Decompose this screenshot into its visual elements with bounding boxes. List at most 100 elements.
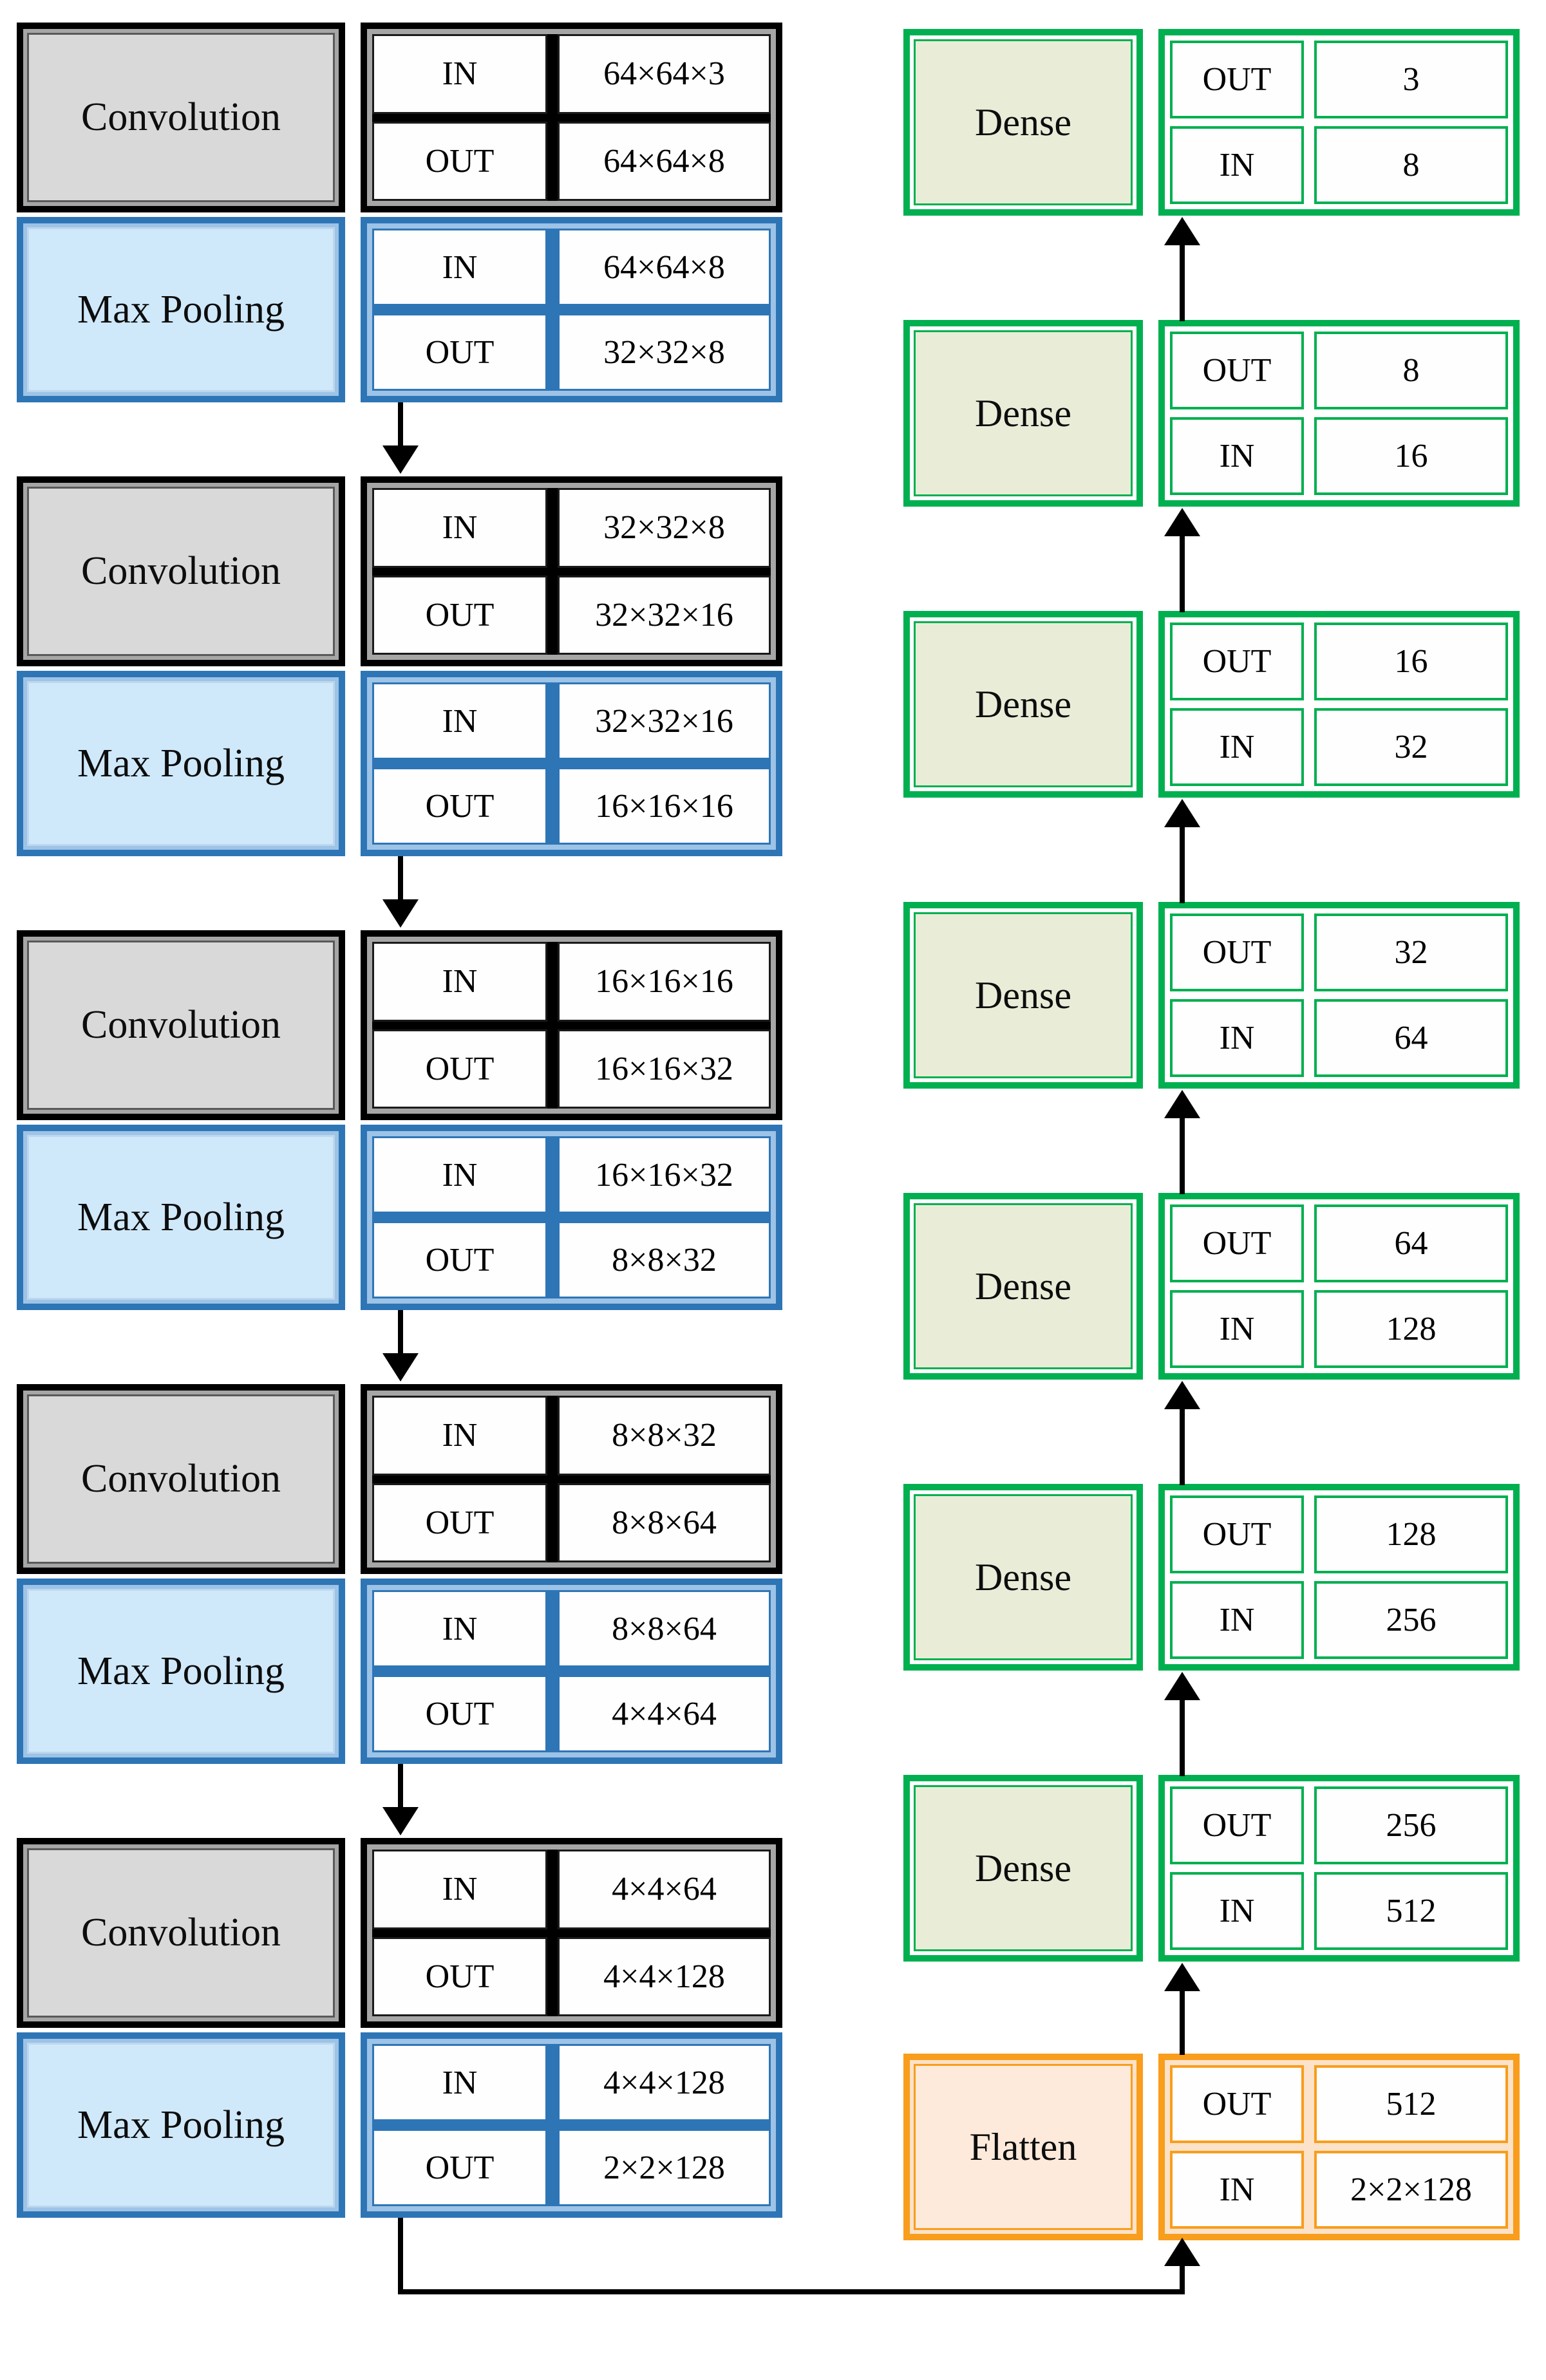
io-value-cell: 2×2×128 <box>558 2129 771 2206</box>
convolution-label-box: Convolution <box>17 930 345 1120</box>
io-key-cell: OUT <box>372 1483 547 1562</box>
flatten-label: Flatten <box>914 2064 1133 2230</box>
io-key-cell: IN <box>372 229 547 306</box>
io-value-cell: 16×16×16 <box>558 942 771 1022</box>
flow-arrow-down-line <box>398 1310 403 1353</box>
dense-label-box: Dense <box>903 320 1143 507</box>
dense-label: Dense <box>914 621 1133 787</box>
io-value-cell: 8 <box>1314 126 1508 204</box>
flow-arrow-up-line <box>1180 1116 1185 1194</box>
flow-arrow-up-line <box>1180 534 1185 612</box>
max-pooling-label: Max Pooling <box>27 2043 335 2207</box>
arrowhead-up-icon <box>1164 1090 1200 1118</box>
arrowhead-up-icon <box>1164 2238 1200 2266</box>
convolution-label: Convolution <box>27 1394 335 1564</box>
io-key-cell: OUT <box>372 1936 547 2016</box>
io-value-cell: 8×8×32 <box>558 1396 771 1476</box>
io-key-cell: IN <box>372 682 547 760</box>
io-key-cell: IN <box>1170 2151 1304 2229</box>
max-pooling-label-box: Max Pooling <box>17 2032 345 2218</box>
io-key-cell: OUT <box>372 2129 547 2206</box>
arrowhead-up-icon <box>1164 1672 1200 1700</box>
io-key-cell: OUT <box>1170 2065 1304 2143</box>
io-value-cell: 16×16×16 <box>558 767 771 845</box>
arrowhead-down-icon <box>382 1807 419 1835</box>
arrowhead-down-icon <box>382 445 419 474</box>
arrowhead-up-icon <box>1164 799 1200 827</box>
flow-arrow-down-line <box>398 856 403 899</box>
flow-arrow-up-line <box>1180 1989 1185 2055</box>
io-value-cell: 64×64×3 <box>558 34 771 114</box>
io-key-cell: IN <box>372 942 547 1022</box>
dense-label: Dense <box>914 39 1133 205</box>
io-key-cell: IN <box>372 1396 547 1476</box>
io-key-cell: IN <box>1170 999 1304 1077</box>
dense-label-box: Dense <box>903 1484 1143 1671</box>
io-value-cell: 64 <box>1314 1204 1508 1282</box>
io-key-cell: OUT <box>1170 914 1304 991</box>
io-key-cell: OUT <box>372 314 547 391</box>
io-value-cell: 256 <box>1314 1786 1508 1864</box>
io-value-cell: 4×4×128 <box>558 1936 771 2016</box>
io-key-cell: OUT <box>372 767 547 845</box>
io-key-cell: OUT <box>372 575 547 655</box>
io-value-cell: 8×8×64 <box>558 1590 771 1667</box>
io-value-cell: 8 <box>1314 332 1508 409</box>
dense-label-box: Dense <box>903 29 1143 216</box>
max-pooling-label: Max Pooling <box>27 1589 335 1754</box>
max-pooling-label: Max Pooling <box>27 681 335 846</box>
max-pooling-label-box: Max Pooling <box>17 671 345 856</box>
io-value-cell: 64 <box>1314 999 1508 1077</box>
arrowhead-up-icon <box>1164 217 1200 245</box>
io-key-cell: OUT <box>1170 332 1304 409</box>
io-key-cell: IN <box>1170 126 1304 204</box>
elbow-connector-horizontal-segment <box>398 2289 1185 2294</box>
io-key-cell: IN <box>372 488 547 568</box>
elbow-connector-left-segment <box>398 2218 403 2294</box>
io-key-cell: IN <box>1170 417 1304 495</box>
dense-label-box: Dense <box>903 902 1143 1089</box>
io-value-cell: 128 <box>1314 1495 1508 1573</box>
io-key-cell: OUT <box>372 1221 547 1298</box>
convolution-label: Convolution <box>27 487 335 656</box>
io-key-cell: IN <box>372 34 547 114</box>
